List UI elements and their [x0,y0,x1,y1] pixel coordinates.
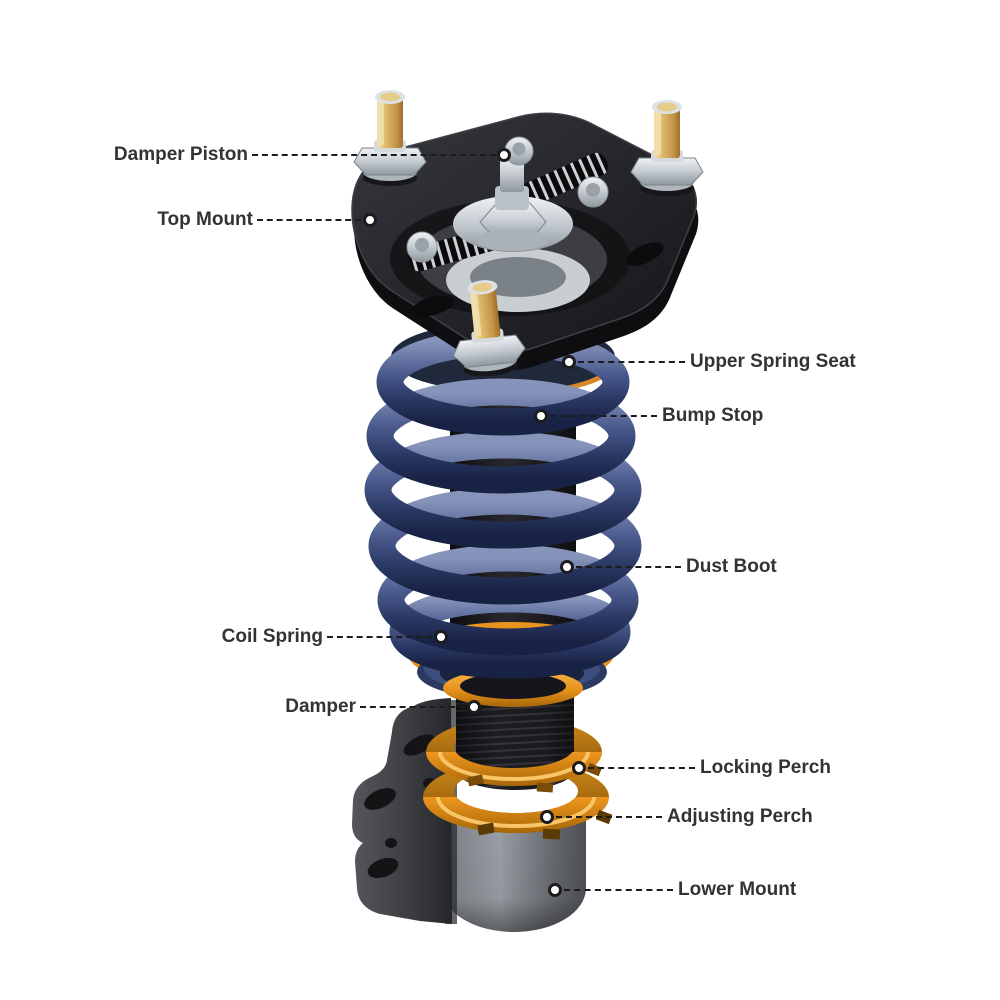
leader-dot-coil-spring [434,630,448,644]
leader-dot-damper-piston [497,148,511,162]
leader-line-dust-boot [576,566,681,568]
cap-bolt [406,231,438,263]
leader-line-damper [360,706,465,708]
leader-line-damper-piston [252,154,496,156]
label-dust-boot: Dust Boot [686,556,777,577]
label-locking-perch: Locking Perch [700,757,831,778]
adjusting-perch [423,797,613,840]
locking-perch [426,752,602,793]
leader-line-adjusting-perch [556,816,662,818]
label-bump-stop: Bump Stop [662,405,764,426]
leader-dot-adjusting-perch [540,810,554,824]
leader-line-bump-stop [550,415,657,417]
label-upper-spring-seat: Upper Spring Seat [690,351,856,372]
leader-dot-bump-stop [534,409,548,423]
damper-piston-rod [453,136,573,252]
leader-line-locking-perch [588,767,695,769]
leader-dot-dust-boot [560,560,574,574]
leader-dot-upper-spring-seat [562,355,576,369]
leader-dot-top-mount [363,213,377,227]
label-damper: Damper [285,696,356,717]
leader-line-top-mount [257,219,361,221]
leader-line-coil-spring [327,636,432,638]
label-adjusting-perch: Adjusting Perch [667,806,813,827]
label-top-mount: Top Mount [157,209,253,230]
stud-bolt [630,99,704,197]
label-damper-piston: Damper Piston [113,144,248,165]
label-lower-mount: Lower Mount [678,879,797,900]
leader-line-lower-mount [564,889,673,891]
cap-bolt [577,176,609,208]
leader-dot-locking-perch [572,761,586,775]
stud-bolt [353,89,427,187]
leader-line-upper-spring-seat [578,361,685,363]
label-coil-spring: Coil Spring [221,626,323,647]
leader-dot-lower-mount [548,883,562,897]
leader-dot-damper [467,700,481,714]
